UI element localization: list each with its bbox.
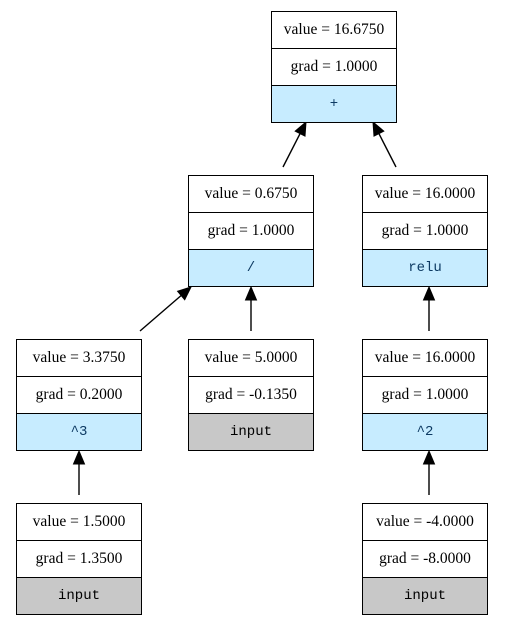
arrowhead <box>294 120 307 137</box>
node-op: ^3 <box>17 414 141 450</box>
node-op: input <box>189 414 313 450</box>
node-grad: grad = 1.0000 <box>363 213 487 250</box>
edge-relu-to-sum <box>372 120 397 168</box>
node-value: value = 16.0000 <box>363 340 487 377</box>
edge-input5-to-div <box>244 285 258 331</box>
node-grad: grad = 0.2000 <box>17 377 141 414</box>
node-grad: grad = -0.1350 <box>189 377 313 414</box>
edge-line <box>282 133 301 168</box>
edge-input1_5-to-pow3 <box>72 449 86 495</box>
node-op: input <box>17 578 141 614</box>
node-relu: value = 16.0000 grad = 1.0000 relu <box>362 175 488 287</box>
edge-inputm4-to-pow2 <box>422 449 436 495</box>
node-input-1_5: value = 1.5000 grad = 1.3500 input <box>16 503 142 615</box>
arrowhead <box>244 285 258 301</box>
arrowhead <box>372 120 385 137</box>
node-value: value = 0.6750 <box>189 176 313 213</box>
edge-line <box>139 294 182 332</box>
arrowhead <box>422 285 436 301</box>
arrowhead <box>176 286 192 301</box>
arrowhead <box>422 449 436 465</box>
node-value: value = 16.6750 <box>272 12 396 49</box>
node-op: / <box>189 250 313 286</box>
node-pow2: value = 16.0000 grad = 1.0000 ^2 <box>362 339 488 451</box>
arrowhead <box>72 449 86 465</box>
node-input-5: value = 5.0000 grad = -0.1350 input <box>188 339 314 451</box>
node-op: ^2 <box>363 414 487 450</box>
edge-pow2-to-relu <box>422 285 436 331</box>
node-grad: grad = 1.0000 <box>363 377 487 414</box>
edge-pow3-to-div <box>139 286 192 332</box>
node-value: value = 16.0000 <box>363 176 487 213</box>
node-op: relu <box>363 250 487 286</box>
node-sum: value = 16.6750 grad = 1.0000 + <box>271 11 397 123</box>
node-div: value = 0.6750 grad = 1.0000 / <box>188 175 314 287</box>
edge-line <box>378 133 397 168</box>
node-input-m4: value = -4.0000 grad = -8.0000 input <box>362 503 488 615</box>
edge-div-to-sum <box>282 120 307 168</box>
node-value: value = -4.0000 <box>363 504 487 541</box>
node-grad: grad = 1.3500 <box>17 541 141 578</box>
node-grad: grad = -8.0000 <box>363 541 487 578</box>
node-value: value = 3.3750 <box>17 340 141 377</box>
node-op: + <box>272 86 396 122</box>
node-pow3: value = 3.3750 grad = 0.2000 ^3 <box>16 339 142 451</box>
node-value: value = 1.5000 <box>17 504 141 541</box>
node-grad: grad = 1.0000 <box>272 49 396 86</box>
node-value: value = 5.0000 <box>189 340 313 377</box>
node-op: input <box>363 578 487 614</box>
node-grad: grad = 1.0000 <box>189 213 313 250</box>
